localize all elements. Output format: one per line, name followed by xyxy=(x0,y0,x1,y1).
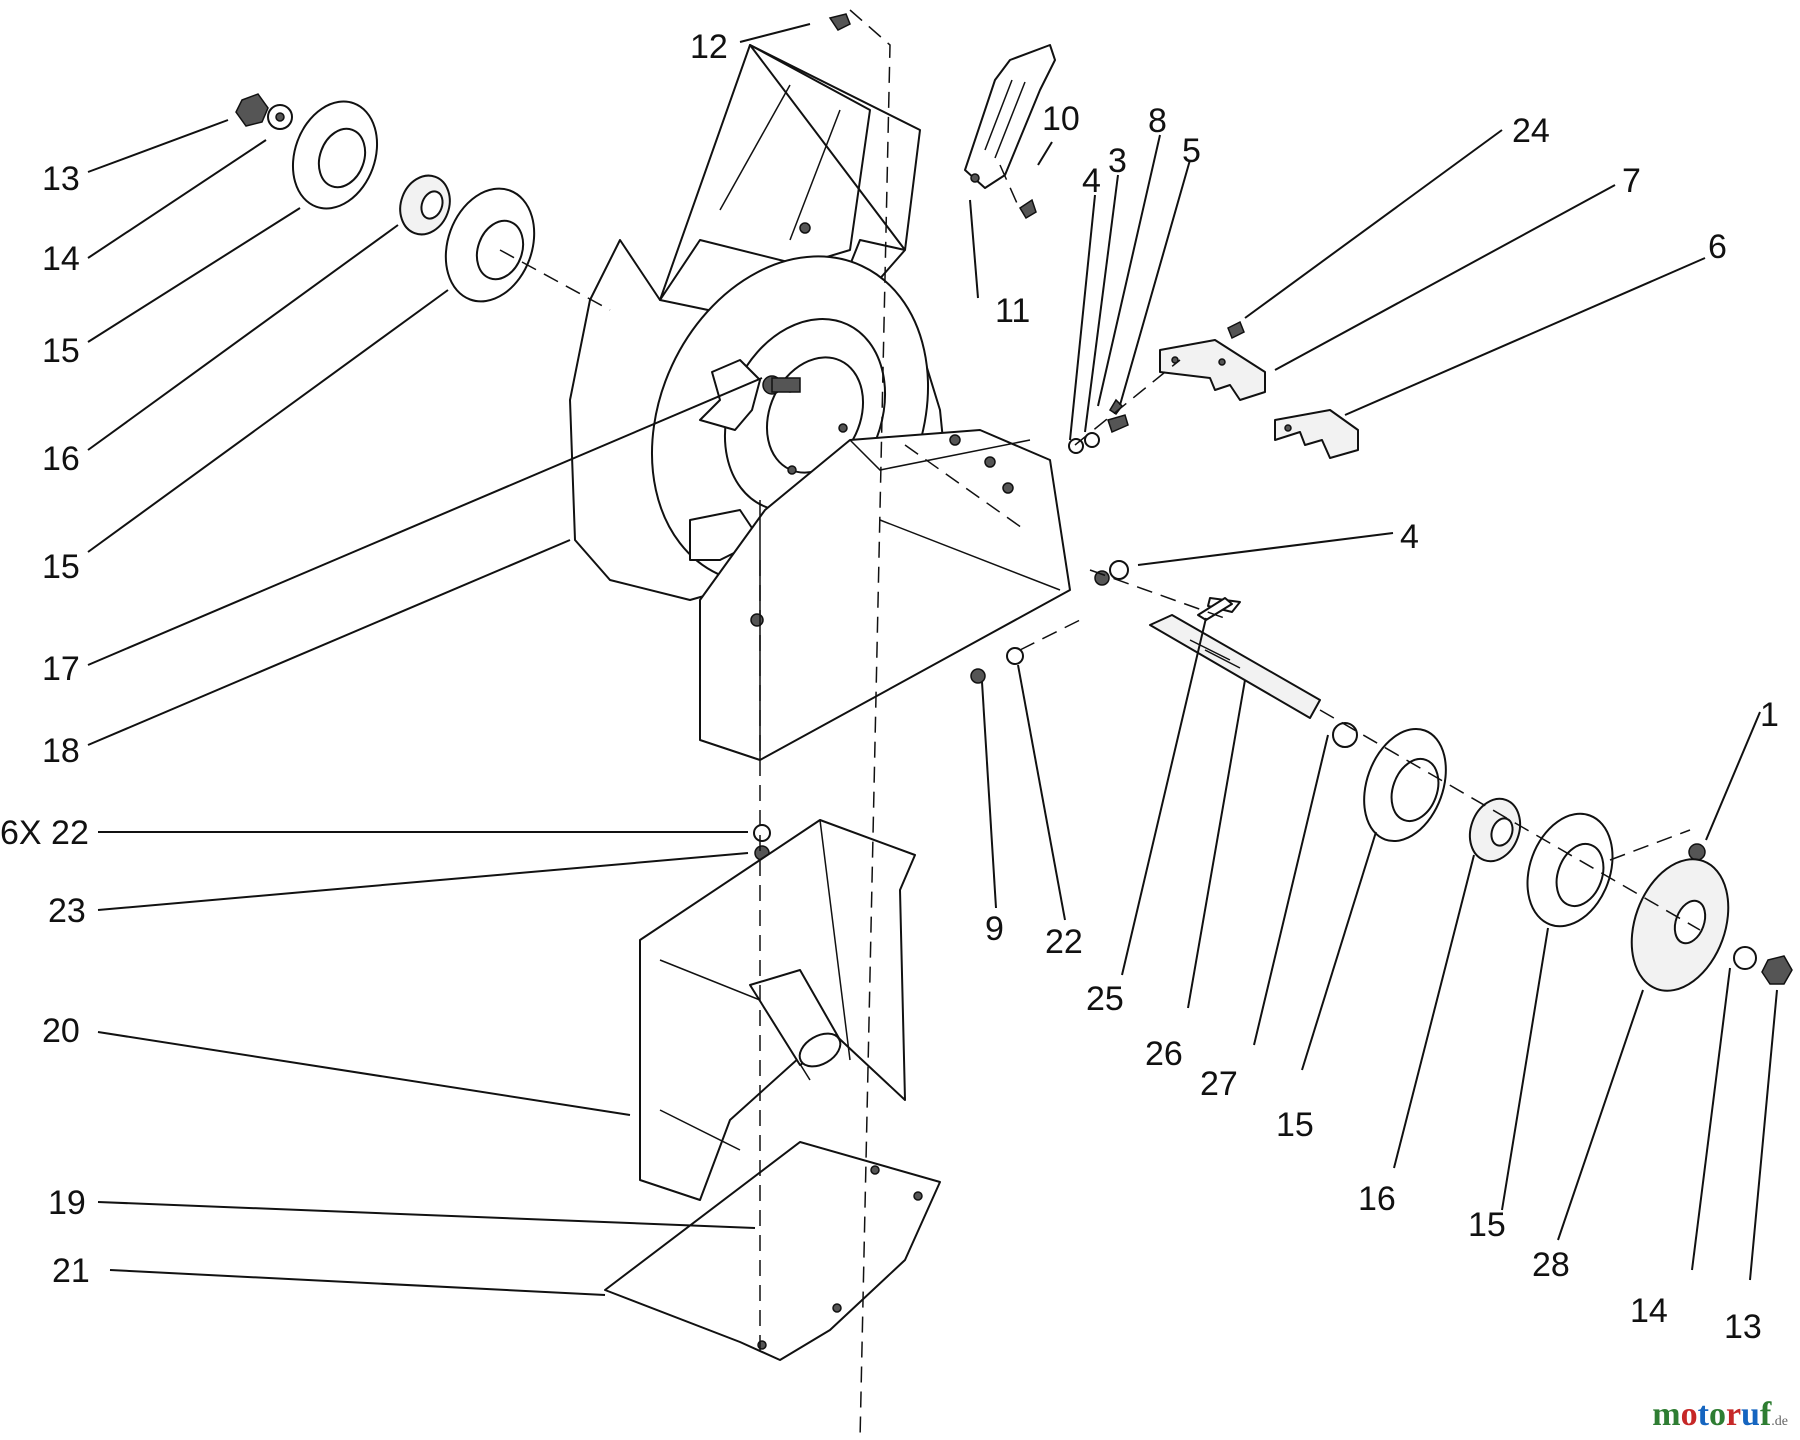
callout-14-left: 14 xyxy=(42,240,80,278)
callout-15-right-b: 15 xyxy=(1468,1206,1506,1244)
callout-13-right: 13 xyxy=(1724,1308,1762,1346)
callout-4-top: 4 xyxy=(1082,162,1101,200)
callout-11: 11 xyxy=(995,292,1030,330)
callout-15-left-b: 15 xyxy=(42,548,80,586)
impeller-paddle xyxy=(604,1141,941,1361)
callout-6: 6 xyxy=(1708,228,1727,266)
cable-clip xyxy=(964,44,1056,220)
callout-18: 18 xyxy=(42,732,80,770)
callout-7: 7 xyxy=(1622,162,1641,200)
callout-25: 25 xyxy=(1086,980,1124,1018)
watermark-suffix: .de xyxy=(1771,1414,1788,1429)
blower-housing xyxy=(569,44,1071,761)
callout-15-left-a: 15 xyxy=(42,332,80,370)
callout-24: 24 xyxy=(1512,112,1550,150)
callout-1: 1 xyxy=(1760,696,1779,734)
leader-lines xyxy=(87,23,1778,1296)
impeller xyxy=(639,819,916,1201)
callout-5: 5 xyxy=(1182,132,1201,170)
assembly-lines xyxy=(499,9,1701,1440)
callout-23: 23 xyxy=(48,892,86,930)
callout-26: 26 xyxy=(1145,1035,1183,1073)
right-bearing-stack xyxy=(1363,727,1793,992)
callout-17: 17 xyxy=(42,650,80,688)
bracket-7 xyxy=(1159,339,1266,401)
impeller-shaft xyxy=(1149,597,1358,748)
callout-22: 22 xyxy=(1045,923,1083,961)
callout-15-right-a: 15 xyxy=(1276,1106,1314,1144)
left-bearing-stack xyxy=(235,93,536,303)
callout-8: 8 xyxy=(1148,102,1167,140)
callout-13-left: 13 xyxy=(42,160,80,198)
callout-27: 27 xyxy=(1200,1065,1238,1103)
callout-12: 12 xyxy=(690,28,728,66)
callout-20: 20 xyxy=(42,1012,80,1050)
watermark-logo: motoruf.de xyxy=(1652,1396,1788,1434)
callout-9: 9 xyxy=(985,910,1004,948)
callout-4-right: 4 xyxy=(1400,518,1419,556)
callout-21: 21 xyxy=(52,1252,90,1290)
callout-6x22: 6X 22 xyxy=(0,814,89,852)
callout-10: 10 xyxy=(1042,100,1080,138)
callout-16-right: 16 xyxy=(1358,1180,1396,1218)
callout-19: 19 xyxy=(48,1184,86,1222)
callout-3: 3 xyxy=(1108,142,1127,180)
callout-labels: 12 10 8 24 4 3 5 7 6 13 14 15 16 15 11 1… xyxy=(0,28,1779,1346)
callout-16-left: 16 xyxy=(42,440,80,478)
bracket-6 xyxy=(1274,409,1359,459)
callout-28: 28 xyxy=(1532,1246,1570,1284)
watermark-text: motoruf xyxy=(1652,1396,1772,1433)
callout-14-right: 14 xyxy=(1630,1292,1668,1330)
